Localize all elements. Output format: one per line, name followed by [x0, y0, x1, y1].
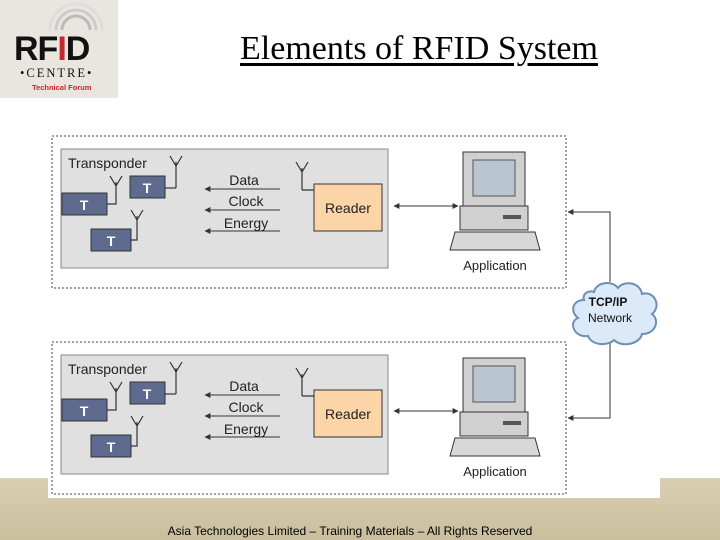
antenna-icon [107, 361, 314, 447]
transponder-label: Transponder [68, 361, 147, 377]
reader-label: Reader [325, 200, 371, 216]
page-title: Elements of RFID System [240, 30, 598, 67]
tag-1-label: T [143, 180, 152, 196]
reader-box [313, 183, 383, 232]
panel-1-border [51, 135, 567, 289]
antenna-waves-icon [48, 2, 104, 31]
rfid-panel-1: Transponder T T T Data Clock Energy Read… [51, 135, 567, 289]
tag-3-label: T [107, 439, 116, 455]
clock-label: Clock [228, 399, 264, 415]
tag-1 [129, 381, 166, 405]
data-label: Data [229, 172, 259, 188]
logo-rfid-text: RFID [14, 30, 90, 68]
reader-label: Reader [325, 406, 371, 422]
tag-1-label: T [143, 386, 152, 402]
rfid-centre-logo: RFID •CENTRE• Technical Forum [0, 0, 118, 98]
cloud-icon [572, 282, 658, 346]
network-connectors [567, 209, 611, 421]
data-label: Data [229, 378, 259, 394]
computer-icon [449, 151, 541, 251]
energy-label: Energy [224, 215, 268, 231]
tag-3-label: T [107, 233, 116, 249]
panel-2-border [51, 341, 567, 495]
energy-label: Energy [224, 421, 268, 437]
antenna-icon [107, 155, 314, 241]
rfid-panel-2: Transponder T T T Data Clock Energy Read… [51, 341, 567, 495]
application-label: Application [463, 464, 527, 479]
transponder-label: Transponder [68, 155, 147, 171]
network-label-line2: Network [588, 311, 633, 325]
tag-2-label: T [80, 197, 89, 213]
application-label: Application [463, 258, 527, 273]
logo-centre-text: •CENTRE• [20, 66, 94, 80]
footer-text: Asia Technologies Limited – Training Mat… [167, 524, 533, 538]
reader-box [313, 389, 383, 438]
computer-icon [449, 357, 541, 457]
network-label-line1: TCP/IP [589, 295, 628, 309]
logo-forum-text: Technical Forum [32, 83, 92, 92]
clock-label: Clock [228, 193, 264, 209]
tag-2-label: T [80, 403, 89, 419]
tag-1 [129, 175, 166, 199]
